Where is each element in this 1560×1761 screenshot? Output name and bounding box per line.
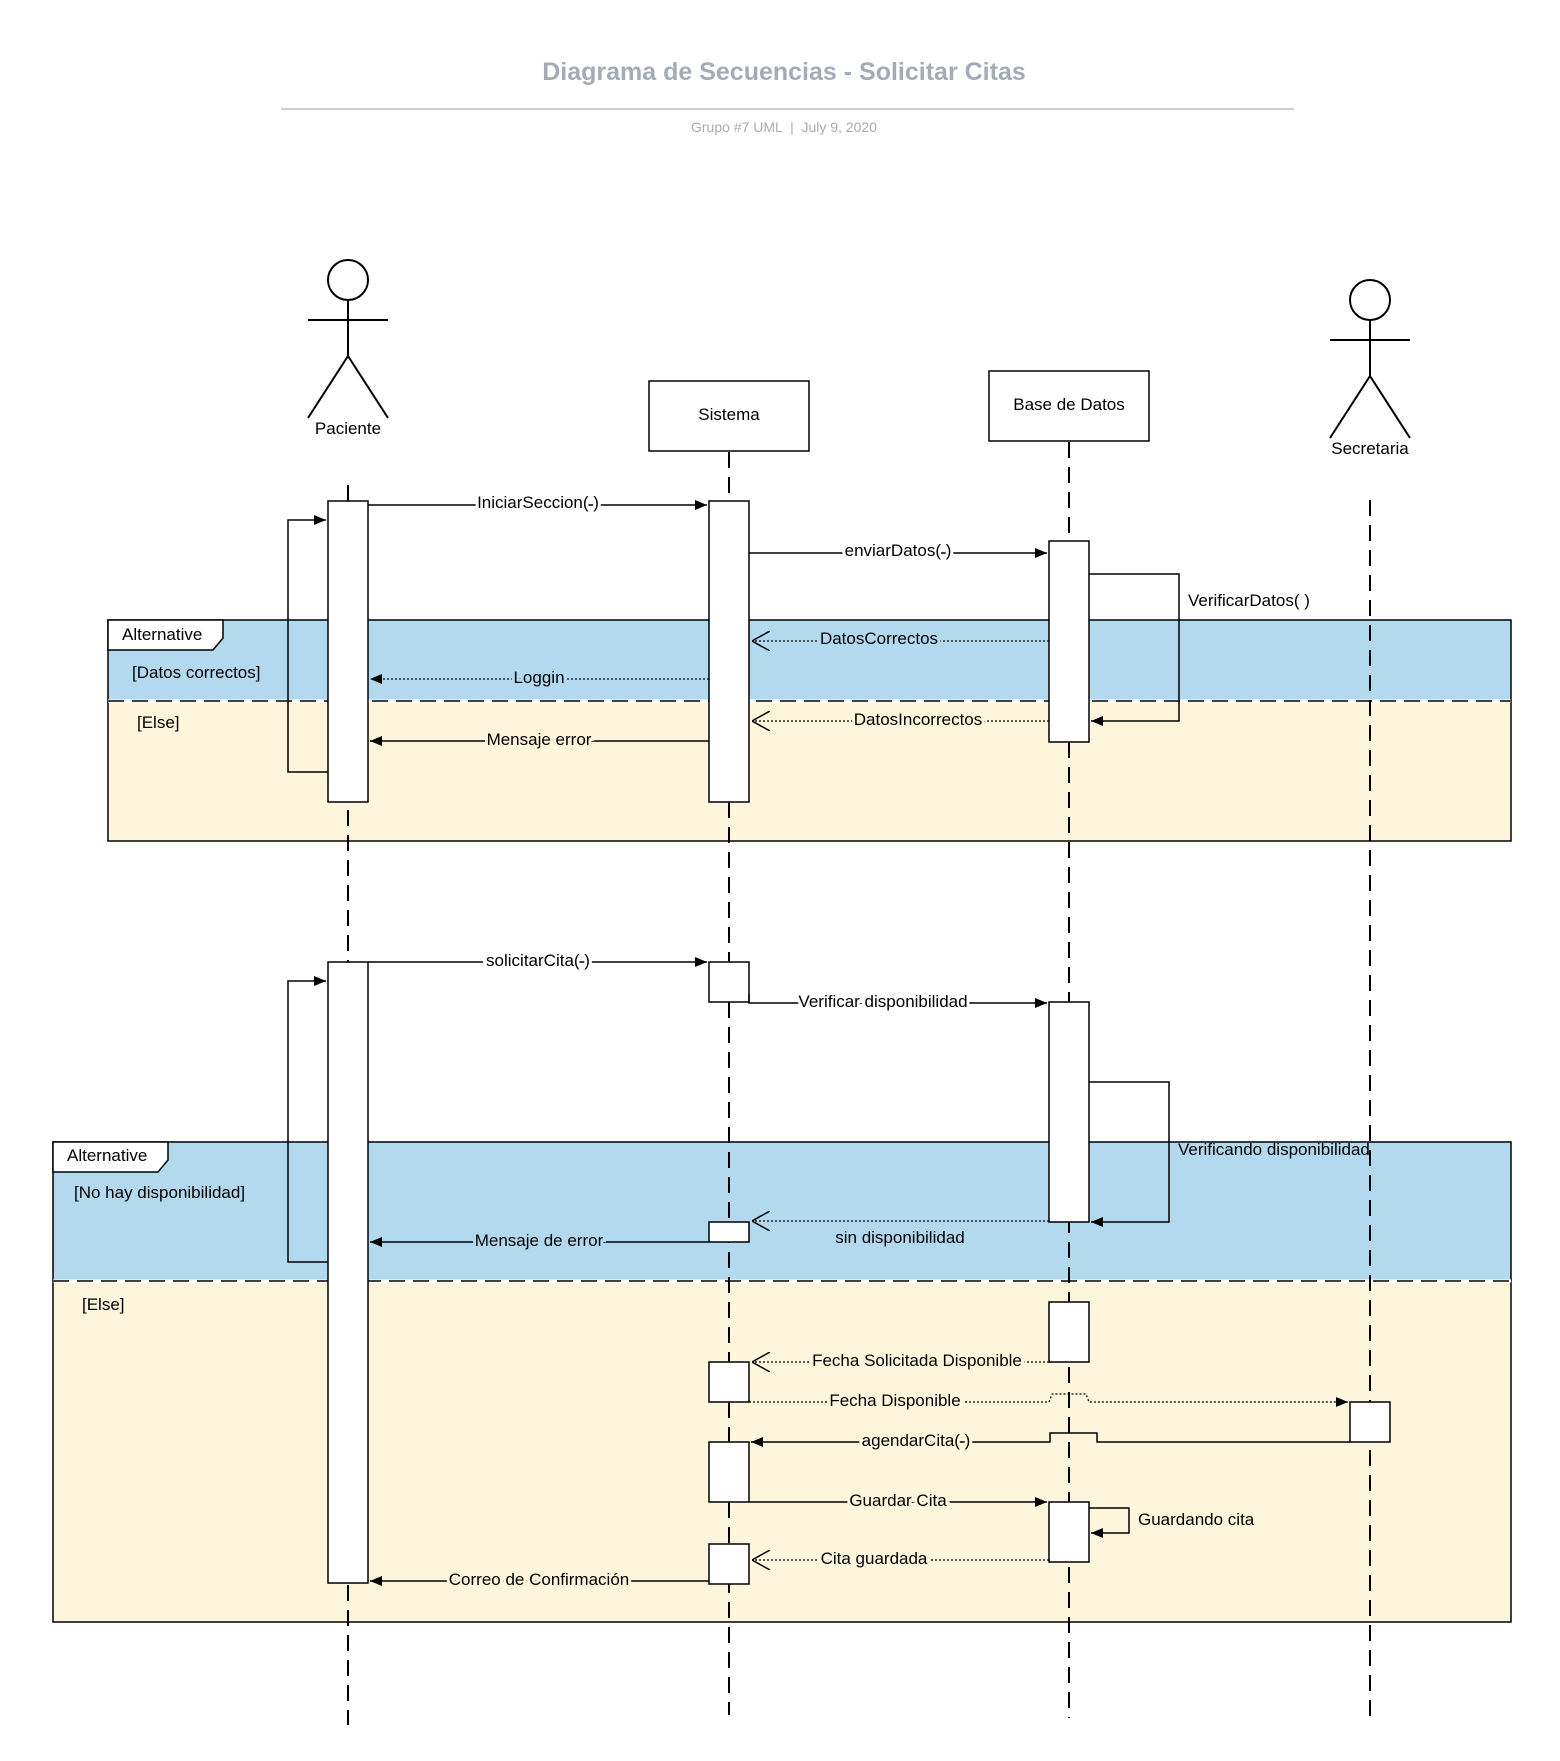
fragment-region-yellow — [53, 1281, 1511, 1622]
message-cita-guardada[interactable]: Cita guardada — [752, 1546, 1049, 1571]
diagram-subtitle: Grupo #7 UML | July 9, 2020 — [691, 119, 877, 135]
participant-label: Sistema — [698, 405, 760, 424]
message-iniciar-seccion[interactable]: IniciarSeccion( ) — [368, 490, 707, 515]
message-fecha-disponible[interactable]: Fecha Disponible — [749, 1388, 1348, 1413]
message-guardar-cita[interactable]: Guardar Cita — [749, 1488, 1047, 1513]
activation-sistema-5 — [708, 1441, 750, 1503]
message-label: Fecha Solicitada Disponible — [812, 1351, 1022, 1370]
message-label: Guardando cita — [1138, 1510, 1255, 1529]
activation-sistema-6 — [708, 1543, 750, 1585]
participant-secretaria[interactable]: Secretaria — [1329, 279, 1411, 458]
activation-secretaria-1 — [1349, 1401, 1391, 1443]
message-datos-correctos[interactable]: DatosCorrectos — [752, 626, 1049, 651]
loop-frame-2 — [287, 976, 328, 1263]
activation-bd-3 — [1048, 1301, 1090, 1363]
fragment-guard-2: [Else] — [137, 713, 180, 732]
participant-paciente[interactable]: Paciente — [307, 259, 389, 438]
activation-bd-2 — [1048, 1001, 1090, 1223]
fragment-operator-tab — [52, 1141, 169, 1173]
message-mensaje-error[interactable]: Mensaje error — [370, 727, 709, 752]
participant-sistema[interactable]: Sistema — [648, 380, 810, 452]
fragment-guard-2: [Else] — [82, 1295, 125, 1314]
message-label: Mensaje de error — [475, 1231, 604, 1250]
alt-fragment-login: Alternative [Datos correctos] [Else] — [107, 619, 1512, 842]
activation-bd-1 — [1048, 540, 1090, 743]
message-label: Guardar Cita — [849, 1491, 947, 1510]
fragment-operator-label: Alternative — [122, 625, 202, 644]
message-solicitar-cita[interactable]: solicitarCita( ) — [368, 948, 707, 973]
message-verificar-disponibilidad[interactable]: Verificar disponibilidad — [748, 989, 1047, 1014]
message-mensaje-de-error[interactable]: Mensaje de error — [370, 1228, 709, 1253]
message-enviar-datos[interactable]: enviarDatos( ) — [749, 538, 1047, 563]
fragment-region-yellow — [108, 701, 1511, 841]
fragment-border — [52, 1141, 1512, 1623]
message-label: Mensaje error — [487, 730, 592, 749]
message-verificar-datos[interactable]: VerificarDatos( ) — [1089, 573, 1310, 726]
fragment-guard-1: [No hay disponibilidad] — [74, 1183, 245, 1202]
activation-bars — [327, 500, 1391, 1585]
fragment-border — [107, 619, 1512, 842]
message-label: sin disponibilidad — [835, 1228, 964, 1247]
message-loggin[interactable]: Loggin — [370, 665, 709, 690]
fragment-region-blue — [108, 620, 1511, 701]
message-label: enviarDatos( ) — [845, 541, 952, 560]
message-guardando-cita[interactable]: Guardando cita — [1089, 1507, 1255, 1538]
message-label: Fecha Disponible — [829, 1391, 960, 1410]
fragment-guard-1: [Datos correctos] — [132, 663, 261, 682]
activation-sistema-3 — [708, 1221, 750, 1243]
activation-sistema-2 — [708, 961, 750, 1003]
message-label: Cita guardada — [821, 1549, 928, 1568]
message-fecha-solicitada-disponible[interactable]: Fecha Solicitada Disponible — [752, 1348, 1049, 1373]
paciente-actor-icon — [307, 259, 389, 419]
message-label: solicitarCita( ) — [486, 951, 590, 970]
participant-label: Base de Datos — [1013, 395, 1125, 414]
activation-sistema-4 — [708, 1361, 750, 1403]
activation-paciente-2 — [327, 961, 369, 1584]
message-label: Verificando disponibilidad — [1178, 1140, 1370, 1159]
message-agendar-cita[interactable]: agendarCita( ) — [751, 1428, 1350, 1453]
message-label: DatosCorrectos — [820, 629, 938, 648]
message-label: Verificar disponibilidad — [798, 992, 967, 1011]
paciente-loops — [287, 515, 328, 1263]
messages: IniciarSeccion( ) enviarDatos( ) Verific… — [368, 490, 1370, 1592]
diagram-title: Diagrama de Secuencias - Solicitar Citas — [542, 58, 1026, 86]
fragment-operator-label: Alternative — [67, 1146, 147, 1165]
activation-paciente-1 — [327, 500, 369, 803]
secretaria-actor-icon — [1329, 279, 1411, 439]
alt-fragment-availability: Alternative [No hay disponibilidad] [Els… — [52, 1141, 1512, 1623]
participant-label: Secretaria — [1331, 439, 1409, 458]
loop-frame-1 — [287, 515, 328, 773]
base-de-datos-box — [988, 370, 1150, 442]
message-correo-de-confirmacion[interactable]: Correo de Confirmación — [370, 1567, 709, 1592]
message-label: IniciarSeccion( ) — [477, 493, 599, 512]
activation-sistema-1 — [708, 500, 750, 803]
message-sin-disponibilidad[interactable]: sin disponibilidad — [752, 1221, 1049, 1247]
fragment-operator-tab — [107, 619, 224, 651]
message-label: Correo de Confirmación — [449, 1570, 629, 1589]
sistema-box — [648, 380, 810, 452]
message-verificando-disponibilidad[interactable]: Verificando disponibilidad — [1089, 1081, 1370, 1227]
participant-label: Paciente — [315, 419, 381, 438]
message-label: VerificarDatos( ) — [1188, 591, 1310, 610]
participant-base-de-datos[interactable]: Base de Datos — [988, 370, 1150, 442]
message-label: DatosIncorrectos — [854, 710, 983, 729]
message-label: agendarCita( ) — [862, 1431, 971, 1450]
message-datos-incorrectos[interactable]: DatosIncorrectos — [752, 707, 1049, 732]
fragment-region-blue — [53, 1142, 1511, 1281]
message-label: Loggin — [513, 668, 564, 687]
activation-bd-4 — [1048, 1501, 1090, 1563]
